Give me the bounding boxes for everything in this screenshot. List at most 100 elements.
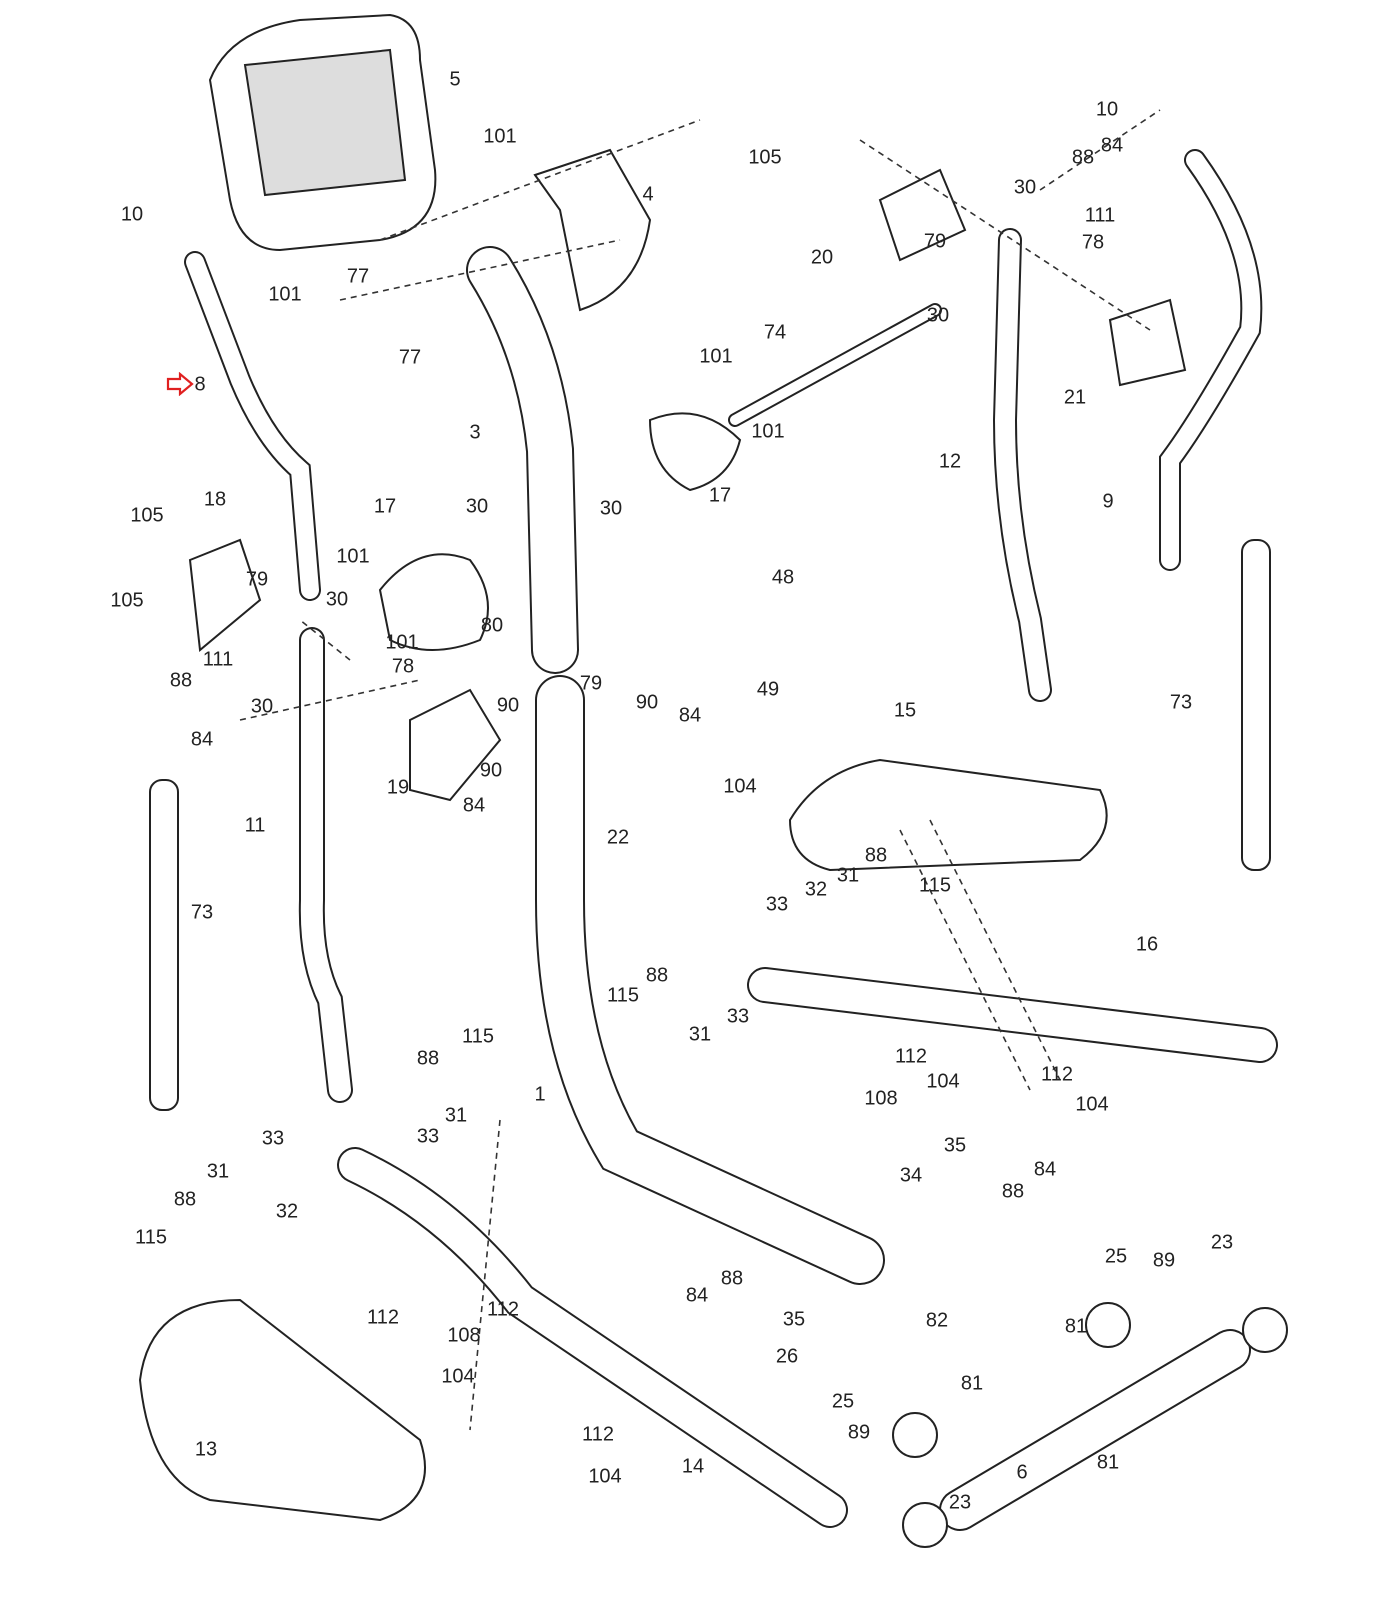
part-label-112: 112 (895, 1045, 927, 1068)
part-label-101: 101 (699, 345, 733, 368)
part-label-89: 89 (847, 1421, 871, 1444)
part-label-81: 81 (1096, 1451, 1120, 1474)
wheel-part-25 (1085, 1302, 1131, 1348)
part-label-104: 104 (1075, 1093, 1109, 1116)
part-label-33: 33 (416, 1125, 440, 1148)
part-label-73: 73 (1169, 691, 1193, 714)
part-label-33: 33 (261, 1127, 285, 1150)
part-label-115: 115 (135, 1226, 167, 1249)
part-label-90: 90 (635, 691, 659, 714)
part-label-33: 33 (726, 1005, 750, 1028)
part-label-84: 84 (190, 728, 214, 751)
part-label-10: 10 (120, 203, 144, 226)
cover-part-21 (1108, 298, 1187, 387)
part-label-101: 101 (268, 283, 302, 306)
part-label-78: 78 (391, 655, 415, 678)
part-label-90: 90 (496, 694, 520, 717)
part-label-112: 112 (1041, 1063, 1073, 1086)
part-label-112: 112 (367, 1306, 399, 1329)
highlight-arrow-icon (166, 372, 194, 396)
part-label-31: 31 (206, 1160, 230, 1183)
part-label-16: 16 (1135, 933, 1159, 956)
part-label-31: 31 (836, 864, 860, 887)
part-label-104: 104 (926, 1070, 960, 1093)
part-label-80: 80 (480, 614, 504, 637)
part-label-104: 104 (441, 1365, 475, 1388)
part-label-90: 90 (479, 759, 503, 782)
part-label-32: 32 (804, 878, 828, 901)
part-label-112: 112 (582, 1423, 614, 1446)
part-label-15: 15 (893, 699, 917, 722)
part-label-104: 104 (723, 775, 757, 798)
cover-part-20 (878, 168, 967, 262)
part-label-115: 115 (607, 984, 639, 1007)
part-label-30: 30 (465, 495, 489, 518)
part-label-73: 73 (190, 901, 214, 924)
part-label-111: 111 (1084, 204, 1116, 227)
part-label-81: 81 (1064, 1315, 1088, 1338)
part-label-88: 88 (645, 964, 669, 987)
bar-part-73-left (149, 779, 179, 1111)
part-label-3: 3 (469, 421, 481, 444)
part-label-32: 32 (275, 1200, 299, 1223)
part-label-88: 88 (173, 1188, 197, 1211)
part-label-30: 30 (926, 304, 950, 327)
part-label-101: 101 (751, 420, 785, 443)
part-label-30: 30 (1013, 176, 1037, 199)
part-label-88: 88 (720, 1267, 744, 1290)
part-label-4: 4 (642, 183, 654, 206)
part-label-88: 88 (169, 669, 193, 692)
part-label-21: 21 (1063, 386, 1087, 409)
part-label-48: 48 (771, 566, 795, 589)
part-label-30: 30 (599, 497, 623, 520)
part-label-105: 105 (130, 504, 164, 527)
part-label-105: 105 (748, 146, 782, 169)
part-label-49: 49 (756, 678, 780, 701)
part-label-101: 101 (336, 545, 370, 568)
part-label-115: 115 (919, 874, 951, 897)
wheel-part-25 (892, 1412, 938, 1458)
cover-part-18 (188, 538, 262, 652)
part-label-108: 108 (447, 1324, 481, 1347)
part-label-84: 84 (462, 794, 486, 817)
bar-part-73-right (1241, 539, 1271, 871)
part-label-17: 17 (708, 484, 732, 507)
part-label-20: 20 (810, 246, 834, 269)
part-label-17: 17 (373, 495, 397, 518)
pedal-part-15 (788, 758, 1108, 872)
part-label-79: 79 (245, 568, 269, 591)
part-label-79: 79 (579, 672, 603, 695)
part-label-101: 101 (385, 631, 419, 654)
part-label-14: 14 (681, 1455, 705, 1478)
console-part-5 (208, 13, 437, 252)
part-label-82: 82 (925, 1309, 949, 1332)
part-label-105: 105 (110, 589, 144, 612)
part-label-5: 5 (449, 68, 461, 91)
part-label-23: 23 (948, 1491, 972, 1514)
part-label-84: 84 (685, 1284, 709, 1307)
part-label-78: 78 (1081, 231, 1105, 254)
part-label-31: 31 (688, 1023, 712, 1046)
part-label-25: 25 (831, 1390, 855, 1413)
part-label-30: 30 (250, 695, 274, 718)
part-label-88: 88 (864, 844, 888, 867)
part-label-25: 25 (1104, 1245, 1128, 1268)
cap-part-23 (1242, 1307, 1288, 1353)
part-label-26: 26 (775, 1345, 799, 1368)
pedal-part-13 (138, 1298, 426, 1522)
part-label-8: 8 (194, 373, 206, 396)
bracket-part-4 (533, 148, 652, 312)
part-label-33: 33 (765, 893, 789, 916)
part-label-77: 77 (346, 265, 370, 288)
part-label-77: 77 (398, 346, 422, 369)
part-label-88: 88 (416, 1047, 440, 1070)
part-label-108: 108 (864, 1087, 898, 1110)
part-label-104: 104 (588, 1465, 622, 1488)
part-label-9: 9 (1102, 490, 1114, 513)
part-label-23: 23 (1210, 1231, 1234, 1254)
part-label-12: 12 (938, 450, 962, 473)
part-label-111: 111 (202, 648, 234, 671)
part-label-11: 11 (244, 814, 266, 837)
part-label-84: 84 (1033, 1158, 1057, 1181)
